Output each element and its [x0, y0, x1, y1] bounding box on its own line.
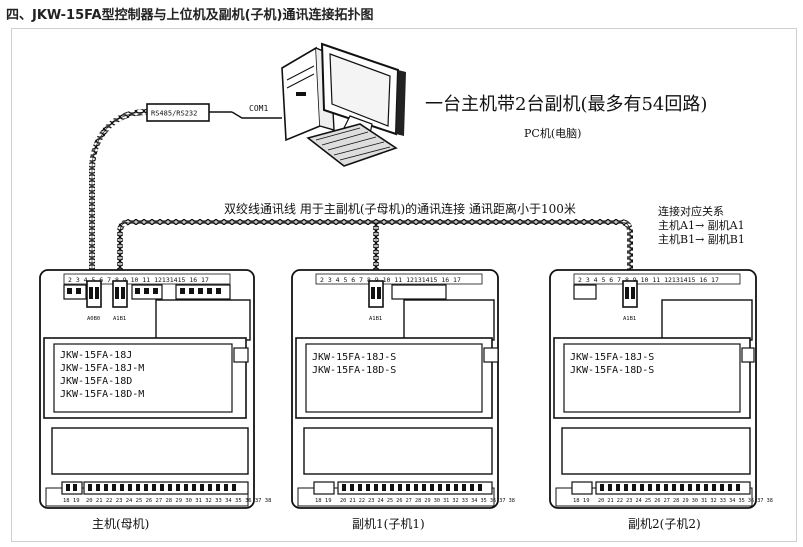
- slave2-caption: 副机2(子机2): [628, 517, 701, 531]
- slave2-bottom-left: 18 19: [573, 498, 590, 504]
- controller-master: 2 3 4 5 6 7 8 9 10 11 12131415 16 17 A0B…: [39, 269, 271, 509]
- slave2-port-label: A1B1: [623, 316, 636, 322]
- master-model-2: JKW-15FA-18D: [60, 376, 132, 387]
- slave2-model-1: JKW-15FA-18D-S: [570, 365, 654, 376]
- slave1-model-0: JKW-15FA-18J-S: [312, 352, 396, 363]
- controller-slave-2: 2 3 4 5 6 7 8 9 10 11 12131415 16 17 A1B…: [549, 269, 773, 509]
- controller-slave-1: 2 3 4 5 6 7 8 9 10 11 12131415 16 17 A1B…: [291, 269, 515, 509]
- master-port-label-1: A1B1: [113, 316, 126, 322]
- slave2-bottom-terminals: 20 21 22 23 24 25 26 27 28 29 30 31 32 3…: [598, 498, 773, 504]
- slave1-model-1: JKW-15FA-18D-S: [312, 365, 396, 376]
- slave1-top-terminals: 2 3 4 5 6 7 8 9 10 11 12131415 16 17: [320, 276, 461, 284]
- com1-label: COM1: [249, 104, 268, 113]
- converter-label: RS485/RS232: [151, 110, 197, 118]
- com1-cable: [231, 111, 282, 119]
- slave1-caption: 副机1(子机1): [352, 517, 425, 531]
- mapping-line-a: 主机A1→ 副机A1: [658, 218, 745, 232]
- master-caption: 主机(母机): [92, 517, 149, 531]
- master-model-0: JKW-15FA-18J: [60, 350, 132, 361]
- pc-label: PC机(电脑): [524, 126, 581, 140]
- master-port-label-0: A0B0: [87, 316, 100, 322]
- pc-title: 一台主机带2台副机(最多有54回路): [425, 94, 707, 115]
- slave2-model-0: JKW-15FA-18J-S: [570, 352, 654, 363]
- master-model-3: JKW-15FA-18D-M: [60, 389, 144, 400]
- slave1-port-label: A1B1: [369, 316, 382, 322]
- diagram-heading: 四、JKW-15FA型控制器与上位机及副机(子机)通讯连接拓扑图: [6, 8, 374, 23]
- cable-note: 双绞线通讯线 用于主副机(子母机)的通讯连接 通讯距离小于100米: [224, 201, 576, 216]
- pc-computer-icon: [281, 42, 406, 167]
- slave2-top-terminals: 2 3 4 5 6 7 8 9 10 11 12131415 16 17: [578, 276, 719, 284]
- slave1-bottom-left: 18 19: [315, 498, 332, 504]
- master-bottom-left: 18 19: [63, 498, 80, 504]
- mapping-title: 连接对应关系: [658, 204, 724, 218]
- slave1-bottom-terminals: 20 21 22 23 24 25 26 27 28 29 30 31 32 3…: [340, 498, 515, 504]
- master-bottom-terminals: 20 21 22 23 24 25 26 27 28 29 30 31 32 3…: [86, 498, 271, 504]
- master-top-terminals: 2 3 4 5 6 7 8 9 10 11 12131415 16 17: [68, 276, 209, 284]
- mapping-line-b: 主机B1→ 副机B1: [658, 232, 745, 246]
- master-model-1: JKW-15FA-18J-M: [60, 363, 144, 374]
